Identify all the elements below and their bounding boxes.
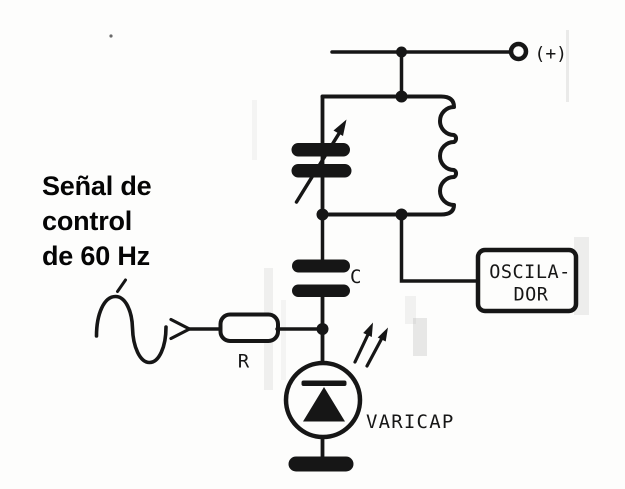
annotation-line-1: Señal de (42, 171, 152, 201)
control-signal-annotation: Señal de control de 60 Hz (42, 169, 152, 274)
scan-artifacts (109, 30, 589, 390)
varicap-diode-icon (283, 360, 363, 440)
variable-arrow-head (333, 119, 347, 136)
ground-icon (288, 456, 354, 472)
annotation-line-3: de 60 Hz (42, 241, 150, 271)
inductor-coil-icon (320, 94, 459, 217)
oscillator-label-line1: OSCILA- (489, 262, 570, 283)
diode-cathode-bar (301, 380, 347, 386)
sine-wave-icon (94, 278, 168, 365)
light-arrows-icon (353, 322, 388, 368)
oscillator-wire (399, 212, 479, 283)
junction-dot (396, 46, 407, 58)
coupling-capacitor-icon (292, 259, 350, 297)
junction-dot (395, 90, 408, 103)
sine-tick-mark (116, 278, 127, 293)
supply-label: (+) (535, 44, 568, 65)
supply-terminal-icon (508, 41, 529, 62)
resistor-label: R (238, 351, 250, 373)
varicap-label: VARICAP (366, 411, 454, 433)
diode-triangle (303, 387, 345, 422)
capacitor-label: C (350, 266, 361, 288)
oscillator-box (475, 247, 579, 314)
annotation-line-2: control (42, 206, 133, 236)
junction-dots (316, 46, 408, 335)
resistor-icon (218, 312, 280, 343)
variable-capacitor-icon (291, 119, 352, 204)
oscillator-label-line2: DOR (514, 285, 549, 306)
